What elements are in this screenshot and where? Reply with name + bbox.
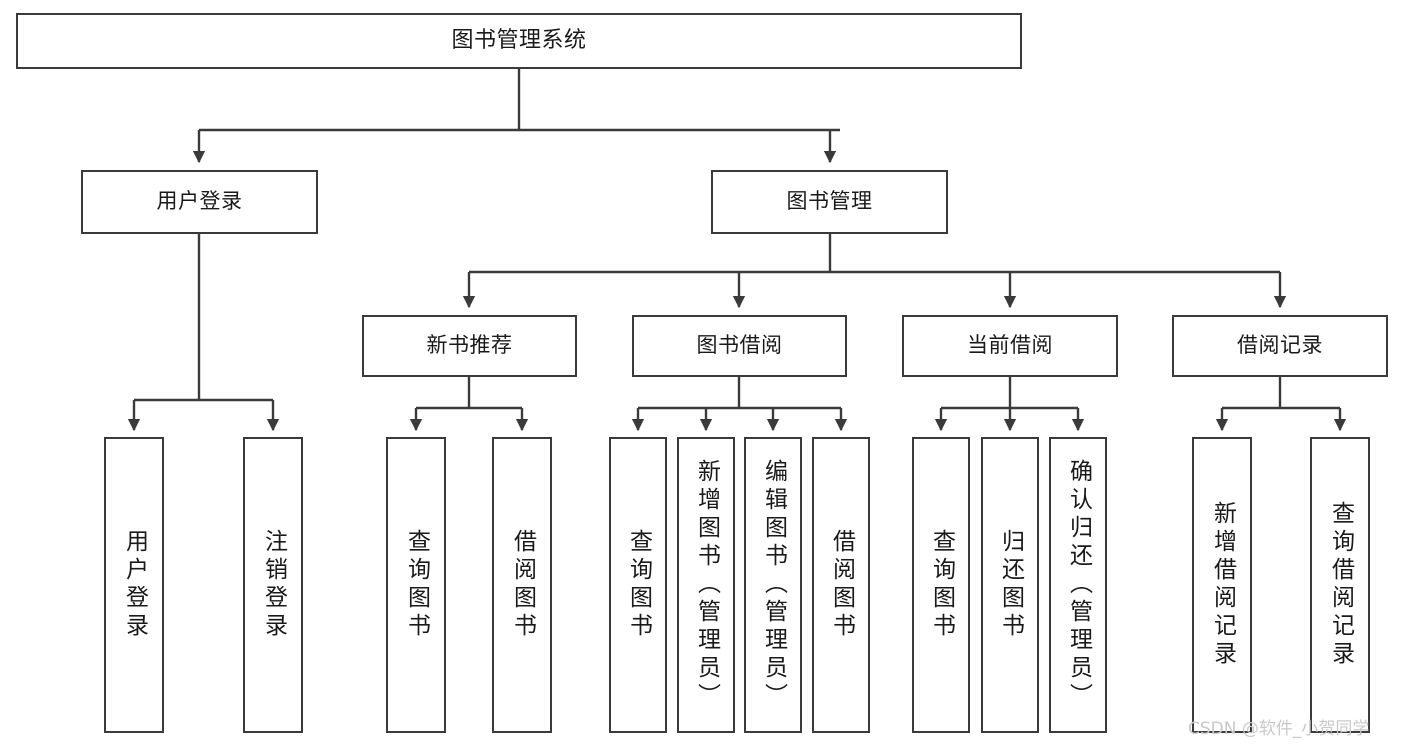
node-label: 查询图书 <box>625 529 652 641</box>
node-label: 借阅记录 <box>1237 333 1323 358</box>
node-label: 图书管理系统 <box>451 27 587 53</box>
node-label: 当前借阅 <box>967 333 1053 358</box>
node-current-borrow[interactable]: 当前借阅 <box>902 315 1118 377</box>
node-label: 借阅图书 <box>509 529 536 641</box>
node-user-login[interactable]: 用户登录 <box>81 170 318 234</box>
leaf-current-return-book[interactable]: 归还图书 <box>981 437 1039 733</box>
node-label: 借阅图书 <box>828 529 855 641</box>
node-label: 新书推荐 <box>426 333 513 358</box>
node-label: 查询图书 <box>928 529 955 641</box>
leaf-current-query-book[interactable]: 查询图书 <box>912 437 970 733</box>
node-label: 用户登录 <box>121 529 148 641</box>
node-root-system[interactable]: 图书管理系统 <box>16 13 1022 69</box>
node-book-management[interactable]: 图书管理 <box>711 170 948 234</box>
leaf-borrow-edit-book-admin[interactable]: 编辑图书（管理员） <box>744 437 802 733</box>
leaf-borrow-query-book[interactable]: 查询图书 <box>609 437 667 733</box>
leaf-borrow-add-book-admin[interactable]: 新增图书（管理员） <box>677 437 735 733</box>
leaf-record-query-borrow-record[interactable]: 查询借阅记录 <box>1310 437 1370 733</box>
leaf-user-logout[interactable]: 注销登录 <box>243 437 303 733</box>
node-book-borrow[interactable]: 图书借阅 <box>632 315 847 377</box>
leaf-borrow-borrow-book[interactable]: 借阅图书 <box>812 437 870 733</box>
leaf-user-login[interactable]: 用户登录 <box>104 437 164 733</box>
node-label: 查询借阅记录 <box>1327 501 1354 669</box>
node-label: 查询图书 <box>403 529 430 641</box>
node-label: 编辑图书（管理员） <box>760 459 787 711</box>
leaf-recommend-query-book[interactable]: 查询图书 <box>386 437 446 733</box>
node-label: 归还图书 <box>997 529 1024 641</box>
csdn-watermark: CSDN @软件_小贺同学 <box>1188 719 1370 739</box>
leaf-record-add-borrow-record[interactable]: 新增借阅记录 <box>1192 437 1252 733</box>
node-label: 图书管理 <box>786 189 873 214</box>
node-label: 图书借阅 <box>696 333 783 358</box>
leaf-current-confirm-return-admin[interactable]: 确认归还（管理员） <box>1049 437 1107 733</box>
node-label: 确认归还（管理员） <box>1065 459 1092 711</box>
node-new-book-recommend[interactable]: 新书推荐 <box>362 315 577 377</box>
node-label: 注销登录 <box>260 529 287 641</box>
node-borrow-record[interactable]: 借阅记录 <box>1172 315 1388 377</box>
node-label: 新增借阅记录 <box>1209 501 1236 669</box>
node-label: 用户登录 <box>156 189 243 214</box>
node-label: 新增图书（管理员） <box>693 459 720 711</box>
leaf-recommend-borrow-book[interactable]: 借阅图书 <box>492 437 552 733</box>
